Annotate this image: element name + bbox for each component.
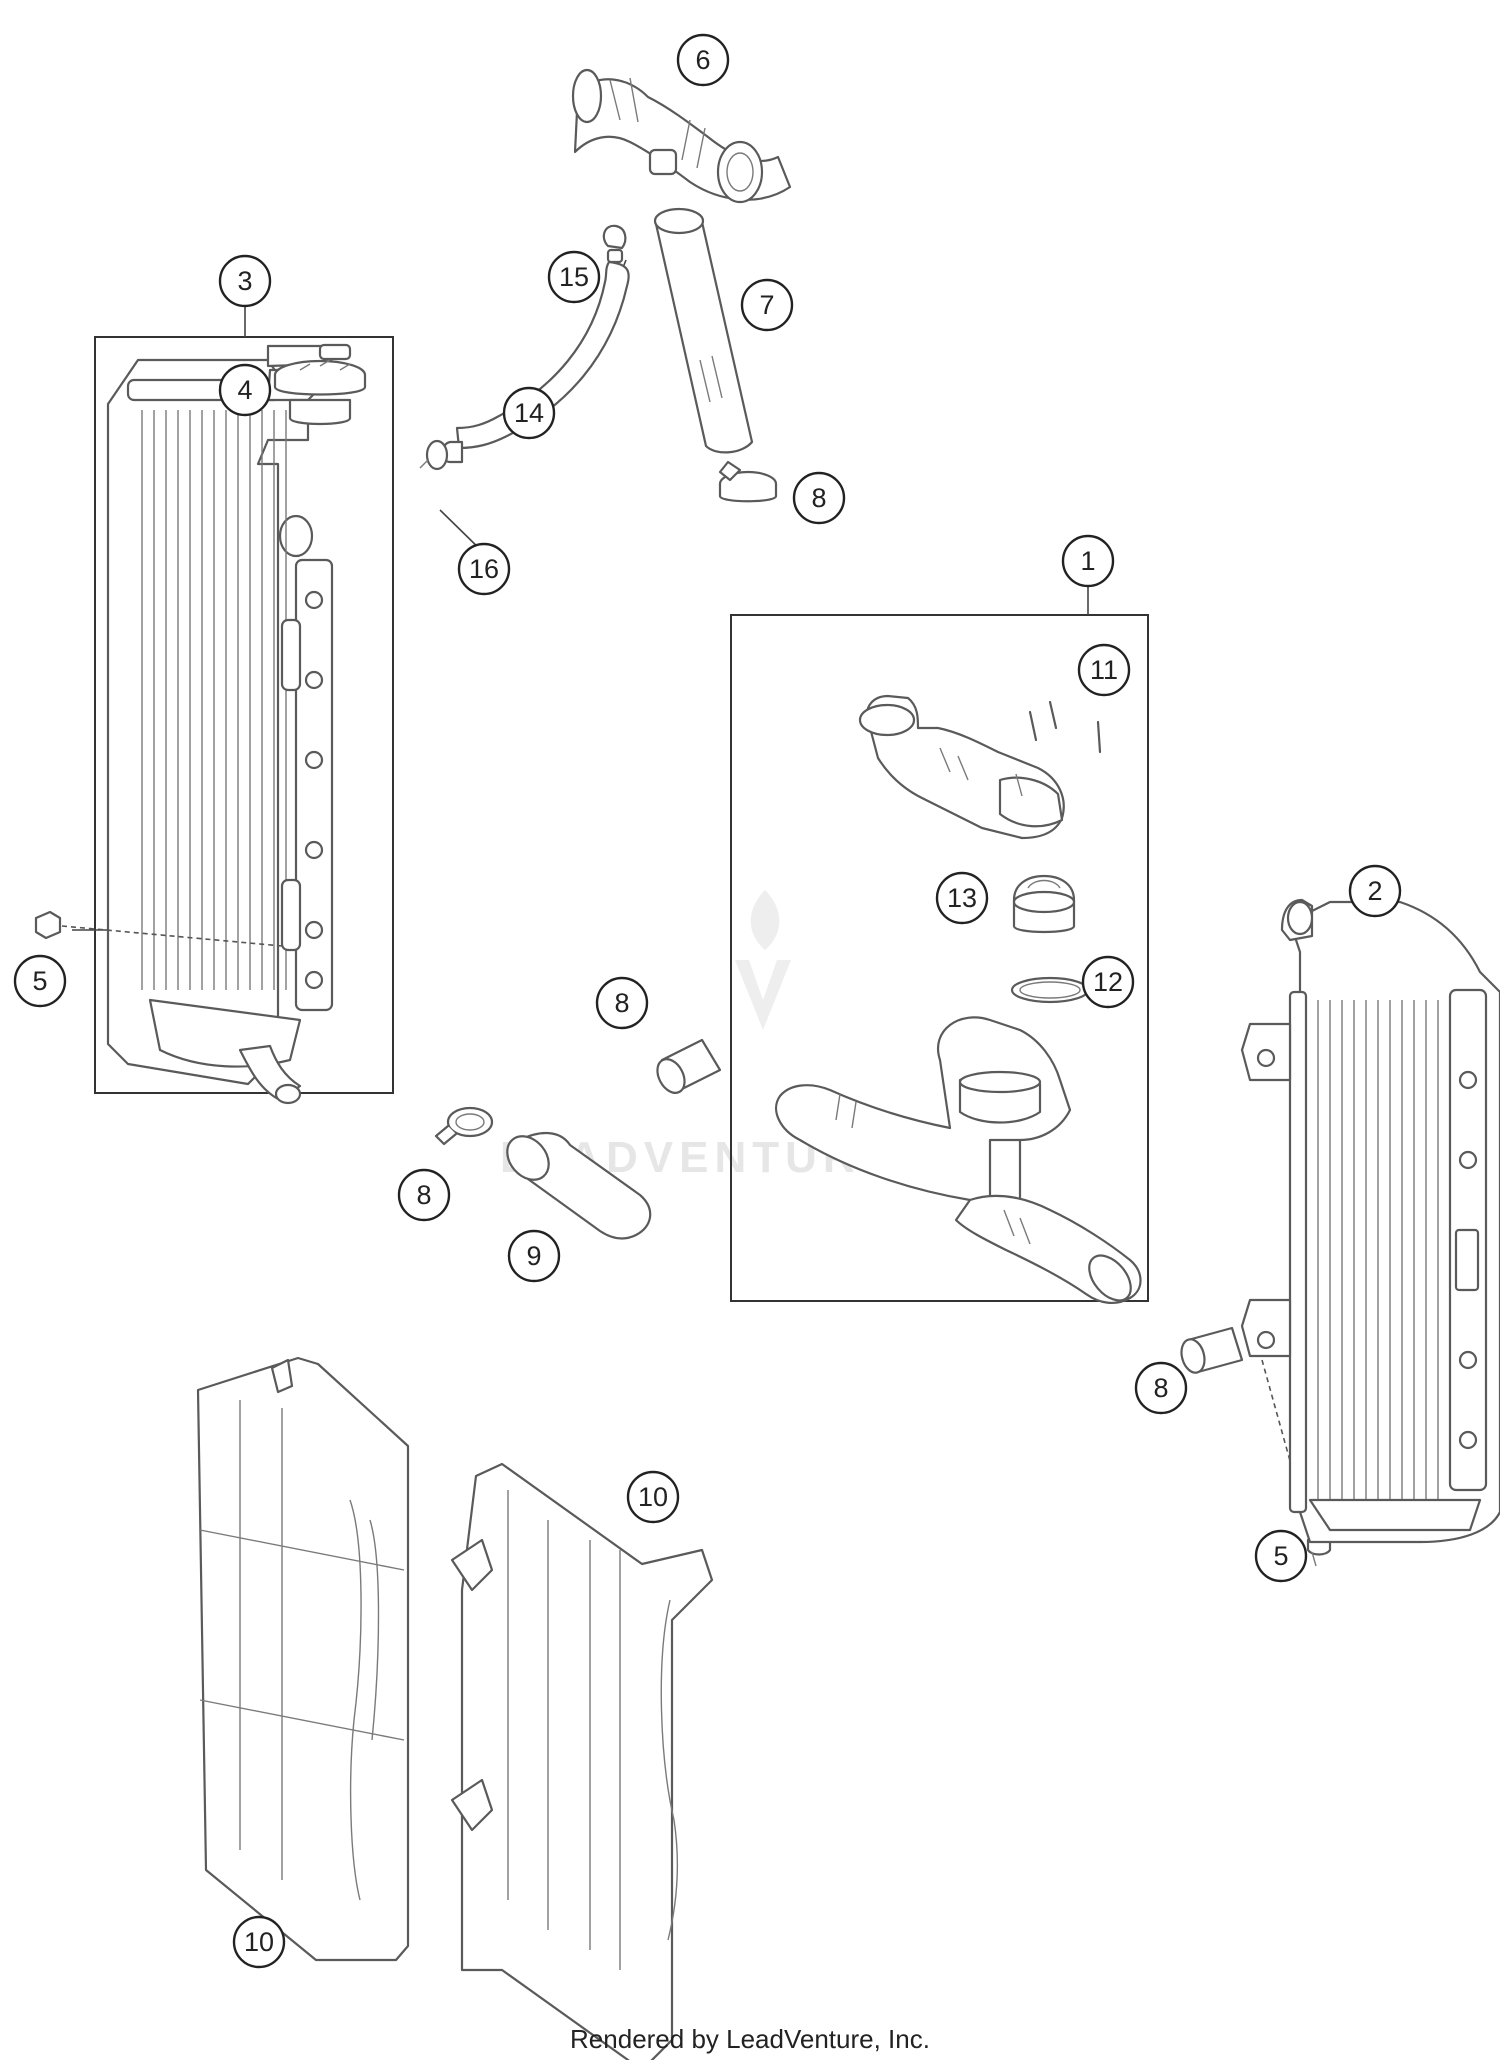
callout-1-label: 1 [1080, 546, 1095, 576]
part-1-lower-hose-assembly [774, 1016, 1142, 1304]
callout-12-label: 12 [1093, 967, 1123, 997]
footer-credit: Rendered by LeadVenture, Inc. [570, 2024, 930, 2054]
callout-5-left: 5 [13, 954, 67, 1008]
part-4-radiator-cap [273, 359, 367, 426]
callout-8-top-label: 8 [811, 483, 826, 513]
callout-8-right: 8 [1134, 1361, 1188, 1415]
callout-11: 11 [1077, 643, 1131, 697]
callout-14: 14 [502, 386, 556, 440]
callout-5-right: 5 [1254, 1529, 1308, 1583]
callout-16-label: 16 [469, 554, 499, 584]
callout-4-label: 4 [237, 375, 252, 405]
callout-8-mid: 8 [595, 976, 649, 1030]
callout-14-label: 14 [514, 398, 544, 428]
callout-10-right-label: 10 [638, 1482, 668, 1512]
part-6-upper-hose [571, 68, 792, 204]
callout-6: 6 [676, 33, 730, 87]
callout-8-left-label: 8 [416, 1180, 431, 1210]
callout-3-label: 3 [237, 266, 252, 296]
callout-12: 12 [1081, 955, 1135, 1009]
part-8-clamp-left [434, 1106, 494, 1146]
part-12-o-ring [1010, 976, 1090, 1004]
callout-15-label: 15 [559, 262, 589, 292]
callout-5-left-label: 5 [32, 966, 47, 996]
callout-9-label: 9 [526, 1241, 541, 1271]
callout-1: 1 [1061, 534, 1115, 588]
part-2-radiator-right [1240, 898, 1500, 1544]
part-13-thermostat [1012, 874, 1076, 934]
frame-hose-kit [730, 614, 1149, 1302]
part-5-bolt-left [34, 910, 283, 947]
callout-7: 7 [740, 278, 794, 332]
part-9-short-hose [506, 1132, 652, 1240]
callout-2: 2 [1348, 864, 1402, 918]
callout-8-mid-label: 8 [614, 988, 629, 1018]
callout-8-right-label: 8 [1153, 1373, 1168, 1403]
callout-10-left: 10 [232, 1915, 286, 1969]
callout-15: 15 [547, 250, 601, 304]
callout-13-label: 13 [947, 883, 977, 913]
part-3-radiator-left [106, 343, 352, 1105]
part-16-hose-clamp [419, 439, 449, 471]
callout-5-right-label: 5 [1273, 1541, 1288, 1571]
frame-radiator-left [94, 336, 394, 1094]
callout-13: 13 [935, 871, 989, 925]
callout-10-left-label: 10 [244, 1927, 274, 1957]
callout-9: 9 [507, 1229, 561, 1283]
part-11-upper-hose-assembly [858, 694, 1102, 840]
part-10-shroud-right [450, 1462, 714, 2060]
part-7-straight-hose [653, 207, 754, 454]
callout-8-left: 8 [397, 1168, 451, 1222]
callout-7-label: 7 [759, 290, 774, 320]
callout-11-label: 11 [1090, 655, 1118, 685]
callout-16: 16 [457, 542, 511, 596]
callout-6-label: 6 [695, 45, 710, 75]
callout-10-right: 10 [626, 1470, 680, 1524]
callout-2-label: 2 [1367, 876, 1382, 906]
callout-8-top: 8 [792, 471, 846, 525]
part-8-clamp-top [718, 460, 778, 503]
callout-3: 3 [218, 254, 272, 308]
part-8-sleeve-mid [656, 1038, 722, 1094]
part-8-sleeve-right [1180, 1326, 1244, 1374]
callout-4: 4 [218, 363, 272, 417]
part-15-fitting [602, 224, 627, 264]
part-10-shroud-left [196, 1356, 410, 1962]
